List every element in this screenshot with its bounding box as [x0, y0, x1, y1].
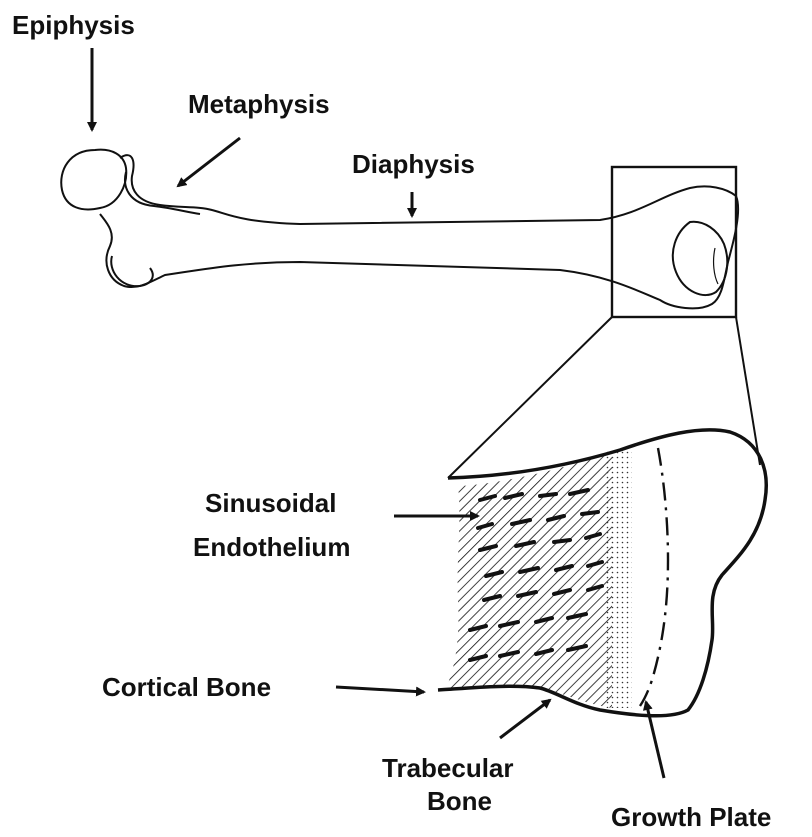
- label-cortical-bone: Cortical Bone: [102, 672, 271, 702]
- growth-plate-line: [640, 448, 668, 706]
- label-diaphysis: Diaphysis: [352, 149, 475, 179]
- trabecular-arrow: [500, 700, 550, 738]
- label-epiphysis: Epiphysis: [12, 10, 135, 40]
- label-trabecular-line2: Bone: [427, 786, 492, 816]
- zoom-line-left: [448, 317, 612, 478]
- label-growth-plate: Growth Plate: [611, 802, 771, 832]
- label-trabecular-line1: Trabecular: [382, 753, 514, 783]
- metaphysis-arrow: [178, 138, 240, 186]
- label-sinusoidal-line1: Sinusoidal: [205, 488, 336, 518]
- zoom-box: [612, 167, 736, 317]
- cortical-arrow: [336, 687, 424, 692]
- growth-zone: [604, 450, 632, 708]
- distal-condyle: [673, 222, 727, 295]
- growth-plate-arrow: [646, 702, 664, 778]
- label-metaphysis: Metaphysis: [188, 89, 330, 119]
- bone-cross-section: [438, 430, 766, 716]
- label-sinusoidal-line2: Endothelium: [193, 532, 350, 562]
- femur-head: [61, 150, 126, 210]
